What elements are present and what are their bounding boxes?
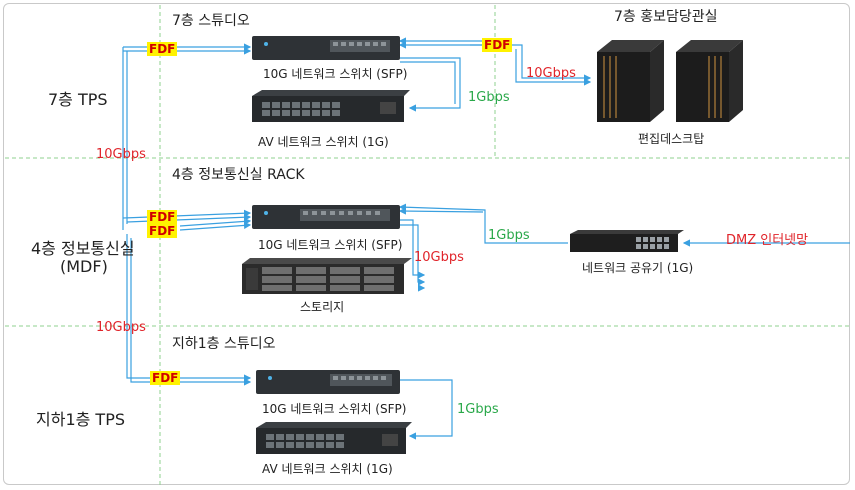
fdf-tag-4-a: FDF bbox=[147, 210, 178, 224]
device-label-desktop: 편집데스크탑 bbox=[638, 132, 705, 146]
device-label-router: 네트워크 공유기 (1G) bbox=[582, 261, 694, 275]
desktop-tower-icon-2 bbox=[676, 40, 743, 122]
link-speed-1g-7: 1Gbps bbox=[468, 90, 510, 105]
link-speed-10g-desktop: 10Gbps bbox=[526, 66, 576, 81]
diagram-frame bbox=[3, 3, 850, 485]
link-speed-1g-router: 1Gbps bbox=[488, 228, 530, 243]
device-label-switch-sfp-4: 10G 네트워크 스위치 (SFP) bbox=[258, 238, 403, 252]
router-icon bbox=[570, 230, 684, 252]
switch-av-b1-icon bbox=[256, 422, 412, 454]
link-speed-10g-storage: 10Gbps bbox=[414, 250, 464, 265]
floor-label-mdf4-line1: 4층 정보통신실 bbox=[31, 239, 135, 258]
fdf-tag-4-b: FDF bbox=[147, 224, 178, 238]
device-label-switch-av-7: AV 네트워크 스위치 (1G) bbox=[258, 135, 389, 149]
switch-av-7-icon bbox=[252, 90, 410, 122]
zone-title-studio-b1: 지하1층 스튜디오 bbox=[172, 336, 276, 352]
switch-sfp-b1-icon bbox=[256, 370, 400, 394]
fdf-tag-7-left: FDF bbox=[147, 42, 178, 56]
link-speed-1g-b1: 1Gbps bbox=[457, 402, 499, 417]
zone-dividers bbox=[5, 5, 850, 485]
device-label-switch-av-b1: AV 네트워크 스위치 (1G) bbox=[262, 462, 393, 476]
fdf-tag-7-right: FDF bbox=[482, 38, 513, 52]
floor-label-tps-b1: 지하1층 TPS bbox=[36, 410, 126, 429]
device-label-switch-sfp-b1: 10G 네트워크 스위치 (SFP) bbox=[262, 402, 407, 416]
zone-title-rack4: 4층 정보통신실 RACK bbox=[172, 167, 305, 183]
fdf-tag-b1: FDF bbox=[150, 371, 181, 385]
zone-title-pr-office7: 7층 홍보담당관실 bbox=[614, 9, 718, 25]
fiber-wiring bbox=[122, 37, 850, 440]
desktop-tower-icon-1 bbox=[597, 40, 664, 122]
dmz-internet-label: DMZ 인터넷망 bbox=[726, 233, 809, 248]
switch-sfp-4-icon bbox=[252, 205, 400, 229]
zone-title-studio7: 7층 스튜디오 bbox=[172, 13, 250, 29]
device-label-switch-sfp-7: 10G 네트워크 스위치 (SFP) bbox=[263, 67, 408, 81]
switch-sfp-7-icon bbox=[252, 36, 400, 60]
device-label-storage: 스토리지 bbox=[300, 300, 345, 314]
floor-label-mdf4-line2: (MDF) bbox=[60, 257, 108, 276]
storage-icon bbox=[242, 258, 412, 294]
floor-label-tps7: 7층 TPS bbox=[48, 90, 108, 109]
link-speed-10g-7-4: 10Gbps bbox=[96, 147, 146, 162]
link-speed-10g-4-b1: 10Gbps bbox=[96, 320, 146, 335]
